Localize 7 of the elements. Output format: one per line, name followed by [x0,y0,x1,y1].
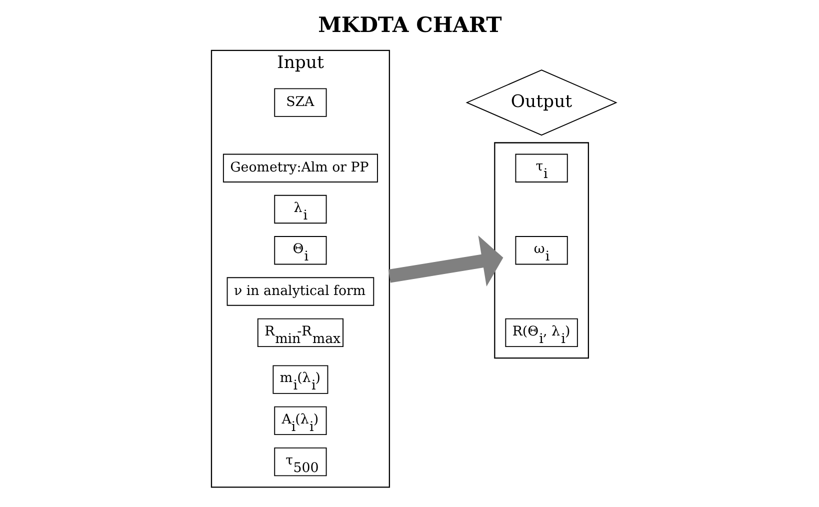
cluster [494,142,588,359]
node-box: Geometry:Alm or PP [222,154,378,182]
diagram-title: MKDTA CHART [318,12,502,37]
node-box: SZA [274,88,326,117]
node-diamond: Output [465,70,617,136]
node-box: ν in analytical form [226,277,374,306]
arrow [388,235,503,286]
